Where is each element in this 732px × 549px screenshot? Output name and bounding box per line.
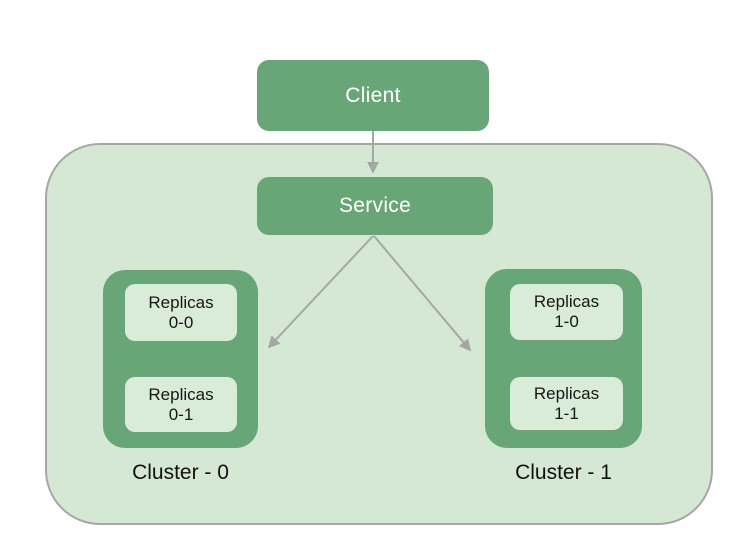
replica-0-1-line2: 0-1 xyxy=(168,404,194,424)
replica-1-0-line2: 1-0 xyxy=(554,312,579,331)
replica-1-0-line1: Replicas xyxy=(533,292,600,311)
replica-node-0-0: Replicas 0-0 xyxy=(125,284,237,341)
replica-node-1-1: Replicas 1-1 xyxy=(510,377,623,430)
service-node: Service xyxy=(257,177,493,235)
client-node-label: Client xyxy=(345,83,401,107)
cluster-1-label: Cluster - 1 xyxy=(515,461,612,484)
client-node: Client xyxy=(257,60,489,131)
replica-1-1-line1: Replicas xyxy=(533,383,600,403)
service-node-label: Service xyxy=(338,194,412,217)
replica-0-0-line1: Replicas xyxy=(148,292,214,312)
replica-0-1-line1: Replicas xyxy=(148,384,214,404)
replica-node-0-1: Replicas 0-1 xyxy=(125,377,237,432)
replica-node-1-0: Replicas 1-0 xyxy=(510,284,623,340)
replica-0-0-line2: 0-0 xyxy=(168,312,194,332)
replica-1-1-line2: 1-1 xyxy=(554,403,579,423)
cluster-0-label: Cluster - 0 xyxy=(132,461,229,484)
